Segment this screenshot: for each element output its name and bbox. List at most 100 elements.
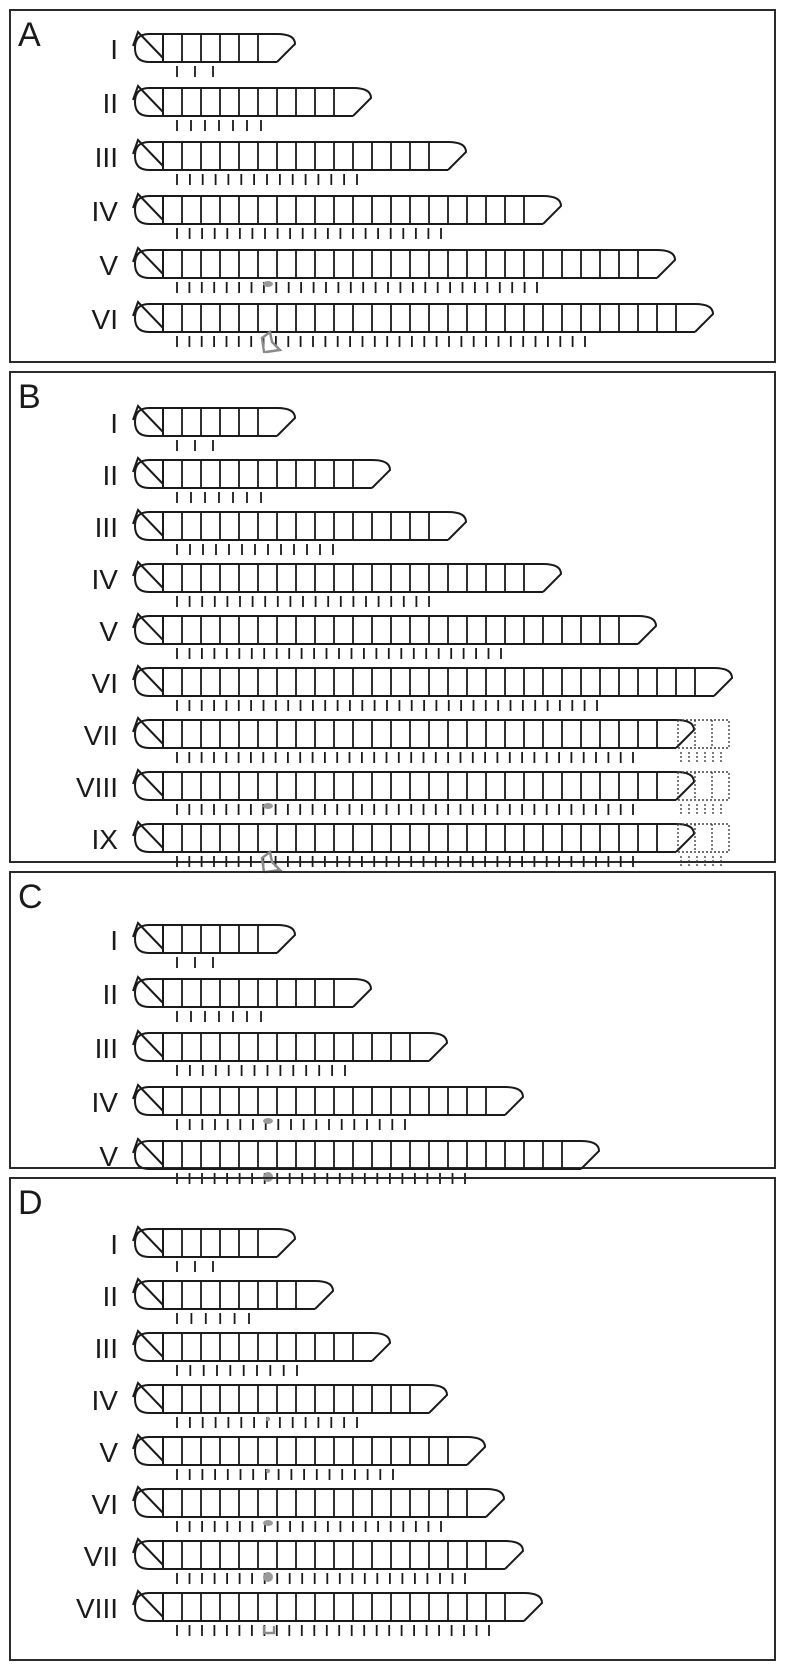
stage-a-vi: VI: [92, 300, 715, 354]
stage-label: IV: [92, 196, 119, 227]
stage-c-iv: IV: [92, 1083, 525, 1130]
head-outline: [133, 771, 163, 801]
telson: [694, 303, 715, 333]
head-outline: [133, 667, 163, 697]
head-outline: [133, 1592, 163, 1622]
stage-d-iv: IV: [92, 1381, 449, 1428]
telson: [447, 141, 468, 171]
stage-label: II: [102, 460, 118, 491]
head-outline: [133, 303, 163, 333]
stage-d-iii: III: [95, 1329, 392, 1376]
telson: [428, 1384, 449, 1414]
antenna: [132, 1433, 164, 1462]
antenna: [132, 1029, 164, 1058]
antenna: [132, 138, 164, 167]
stage-d-viii: VIII: [76, 1589, 544, 1636]
stage-c-i: I: [110, 921, 297, 968]
limb-bud: [265, 1468, 271, 1474]
stage-b-v: V: [99, 612, 658, 659]
trunk-outline: [162, 511, 448, 541]
antenna: [132, 30, 164, 59]
telson: [371, 1332, 392, 1362]
forming-segments: [677, 719, 730, 749]
forming-segments: [677, 771, 730, 801]
stage-label: III: [95, 1033, 118, 1064]
telson: [504, 1540, 525, 1570]
trunk-outline: [162, 667, 714, 697]
antenna: [132, 560, 164, 589]
stage-c-iii: III: [95, 1029, 449, 1076]
antenna: [132, 768, 164, 797]
antenna: [132, 820, 164, 849]
limb-bud: [263, 281, 273, 287]
stage-label: V: [99, 1141, 118, 1172]
telson: [504, 1086, 525, 1116]
stage-label: III: [95, 142, 118, 173]
stage-label: IV: [92, 1087, 119, 1118]
stage-b-iv: IV: [92, 560, 563, 607]
limb-bud: [263, 1520, 273, 1526]
limb-bud: [263, 1572, 273, 1582]
stage-label: I: [110, 34, 118, 65]
antenna: [132, 1485, 164, 1514]
telson: [276, 1228, 297, 1258]
antenna: [132, 1225, 164, 1254]
antenna: [132, 508, 164, 537]
telson: [485, 1488, 506, 1518]
head-outline: [133, 1228, 163, 1258]
antenna: [132, 84, 164, 113]
stage-b-i: I: [110, 404, 297, 451]
head-outline: [133, 407, 163, 437]
head-outline: [133, 823, 163, 853]
stage-b-ii: II: [102, 456, 392, 503]
head-outline: [133, 87, 163, 117]
telson: [314, 1280, 335, 1310]
stage-label: I: [110, 1229, 118, 1260]
telson: [542, 195, 563, 225]
telson: [276, 407, 297, 437]
panel-frame: [9, 371, 776, 863]
stage-b-viii: VIII: [76, 768, 730, 815]
head-outline: [133, 1032, 163, 1062]
stage-a-i: I: [110, 30, 297, 77]
head-outline: [133, 33, 163, 63]
stage-label: V: [99, 250, 118, 281]
gonopod-bud: [260, 329, 283, 354]
head-outline: [133, 1280, 163, 1310]
stage-b-ix: IX: [92, 820, 730, 874]
telson: [542, 563, 563, 593]
head-outline: [133, 978, 163, 1008]
stage-d-i: I: [110, 1225, 297, 1272]
antenna: [132, 1329, 164, 1358]
head-outline: [133, 195, 163, 225]
telson: [276, 33, 297, 63]
stage-label: VII: [84, 720, 118, 751]
panel-letter: B: [18, 378, 41, 416]
stage-label: VII: [84, 1541, 118, 1572]
head-outline: [133, 1140, 163, 1170]
antenna: [132, 300, 164, 329]
stage-label: I: [110, 408, 118, 439]
telson: [523, 1592, 544, 1622]
stage-d-v: V: [99, 1433, 487, 1480]
antenna: [132, 1537, 164, 1566]
head-outline: [133, 1332, 163, 1362]
antenna: [132, 664, 164, 693]
telson: [352, 978, 373, 1008]
trunk-outline: [162, 1592, 524, 1622]
telson: [352, 87, 373, 117]
stage-label: IV: [92, 564, 119, 595]
antenna: [132, 1381, 164, 1410]
stage-label: VI: [92, 304, 118, 335]
forming-segments: [677, 823, 730, 853]
antenna: [132, 1083, 164, 1112]
trunk-outline: [162, 1332, 372, 1362]
trunk-outline: [162, 719, 676, 749]
trunk-outline: [162, 1488, 486, 1518]
head-outline: [133, 1540, 163, 1570]
trunk-outline: [162, 771, 676, 801]
head-outline: [133, 1436, 163, 1466]
telson: [656, 249, 677, 279]
